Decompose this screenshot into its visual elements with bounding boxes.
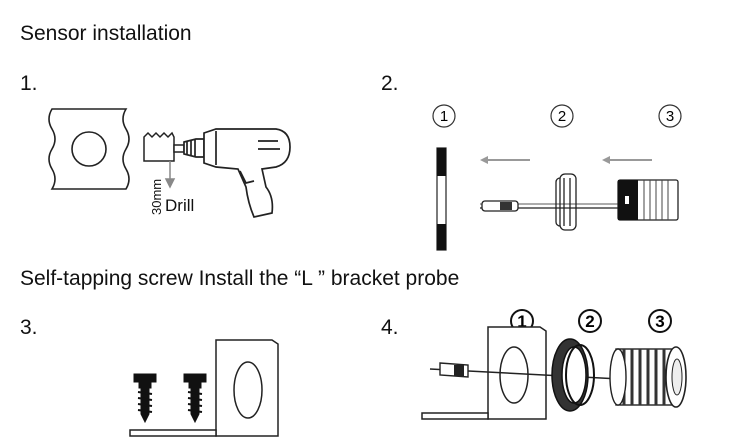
svg-text:2: 2 <box>585 312 594 331</box>
dimension-arrow <box>164 161 176 189</box>
svg-text:3: 3 <box>655 312 664 331</box>
part-number-3: 3 <box>648 309 672 333</box>
dimension-label: 30mm <box>149 179 164 215</box>
screw-icon <box>183 373 207 424</box>
step-2-label: 2. <box>381 72 399 95</box>
grommet-icon <box>551 338 595 412</box>
tool-label: Drill <box>165 196 194 215</box>
bumper-icon <box>436 147 447 251</box>
step-1-diagram: 30mm Drill <box>48 108 291 218</box>
svg-text:2: 2 <box>558 108 566 125</box>
grommet-icon <box>555 173 577 231</box>
page-title: Sensor installation <box>20 22 192 45</box>
l-bracket-icon <box>129 339 279 437</box>
hole-saw-icon <box>143 131 185 162</box>
svg-text:1: 1 <box>517 312 526 331</box>
section-subtitle: Self-tapping screw Install the “L ” brac… <box>20 267 460 290</box>
part-number-3: 3 <box>658 104 682 128</box>
arrow-left-icon <box>480 156 652 164</box>
svg-text:3: 3 <box>666 108 674 125</box>
part-number-2: 2 <box>578 309 602 333</box>
screw-icon <box>133 373 157 424</box>
step-4-label: 4. <box>381 316 399 339</box>
sensor-body-icon <box>609 346 687 408</box>
part-number-1: 1 <box>432 104 456 128</box>
sensor-probe-icon <box>480 179 679 221</box>
step-3-diagram <box>129 339 279 437</box>
step-3-label: 3. <box>20 316 38 339</box>
drill-icon <box>183 128 291 218</box>
step-1-label: 1. <box>20 72 38 95</box>
svg-text:1: 1 <box>440 108 448 125</box>
step-4-diagram: 1 2 3 <box>421 309 687 420</box>
part-number-2: 2 <box>550 104 574 128</box>
wall-panel-icon <box>48 108 130 190</box>
step-2-diagram: 1 2 3 <box>432 104 682 251</box>
